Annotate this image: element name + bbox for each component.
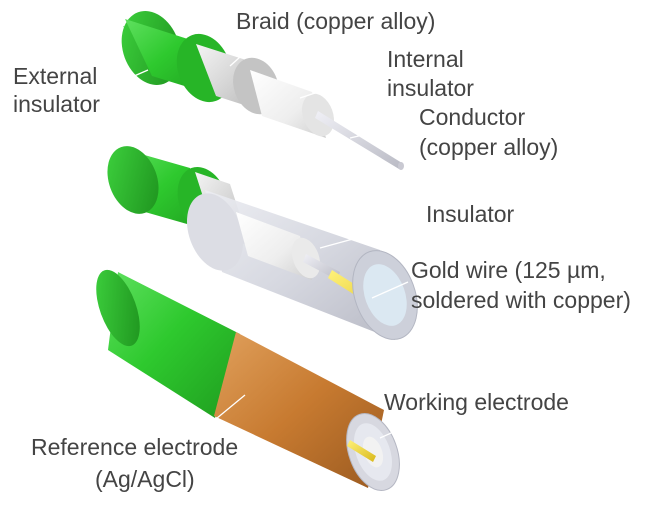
labels: Braid (copper alloy) External insulator … [13,8,631,492]
leader-insulator [319,221,416,249]
cable-3-external-insulator [108,272,240,418]
label-conductor-line2: (copper alloy) [419,134,558,160]
leader-external-insulator [124,69,149,81]
label-reference-electrode-line2: (Ag/AgCl) [95,466,195,492]
label-gold-wire-line1: Gold wire (125 µm, [411,257,606,283]
leader-internal-insulator [299,69,386,99]
cable-3-working-electrode [347,440,376,462]
label-external-insulator-line1: External [13,63,97,89]
label-internal-insulator-line2: insulator [387,75,474,101]
leader-braid [229,47,251,67]
label-braid: Braid (copper alloy) [236,8,435,34]
label-reference-electrode-line1: Reference electrode [31,434,238,460]
cable-1-conductor-tip [398,162,404,170]
leader-reference-electrode [204,394,246,429]
label-insulator: Insulator [426,201,515,227]
cable-1-coax [121,11,404,170]
cable-2-insulated [107,146,418,340]
cable-3-electrode [96,269,400,491]
cable-1-conductor [315,111,402,169]
cable-3-reference-electrode [214,332,384,488]
leader-lines [124,47,421,439]
label-internal-insulator-line1: Internal [387,46,464,72]
leader-working-electrode [379,419,421,439]
label-working-electrode: Working electrode [384,389,569,415]
leader-conductor [349,123,411,139]
label-gold-wire-line2: soldered with copper) [411,287,631,313]
cable-2-internal-insulator [236,212,312,280]
label-conductor-line1: Conductor [419,104,525,130]
label-external-insulator-line2: insulator [13,91,100,117]
leader-gold-wire [371,281,409,299]
